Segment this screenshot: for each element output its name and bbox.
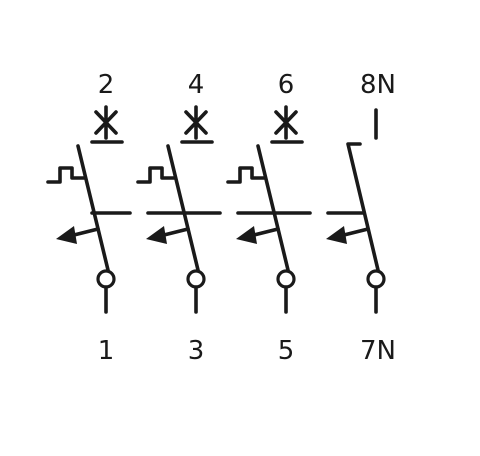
pole-1: 2 1	[46, 70, 132, 366]
pole-3: 6 5	[226, 70, 312, 366]
terminal-label-bottom-pole-3: 5	[278, 336, 295, 366]
terminal-contact-circle	[366, 269, 386, 289]
contactor-function-icon	[270, 105, 304, 144]
pole-4-neutral: 8N 7N	[326, 70, 396, 366]
terminal-contact-circle	[276, 269, 296, 289]
switch-contact-blade	[256, 144, 290, 272]
terminal-contact-circle	[186, 269, 206, 289]
pole-2: 4 3	[136, 70, 222, 366]
terminal-label-top-pole-1: 2	[98, 70, 115, 100]
terminal-label-top-pole-2: 4	[188, 70, 205, 100]
terminal-label-bottom-pole-4: 7N	[360, 336, 396, 366]
terminal-contact-circle	[96, 269, 116, 289]
arrow-left-icon	[326, 226, 370, 244]
thermal-trip-icon	[226, 166, 266, 184]
arrow-left-icon	[236, 226, 280, 244]
switch-contact-blade	[166, 144, 200, 272]
terminal-label-bottom-pole-2: 3	[188, 336, 205, 366]
arrow-left-icon	[146, 226, 190, 244]
switch-contact-blade	[346, 142, 380, 272]
arrow-left-icon	[56, 226, 100, 244]
terminal-label-top-pole-4: 8N	[360, 70, 396, 100]
thermal-trip-icon	[46, 166, 86, 184]
switch-contact-blade	[76, 144, 110, 272]
contactor-function-icon	[180, 105, 214, 144]
thermal-trip-icon	[136, 166, 176, 184]
terminal-label-top-pole-3: 6	[278, 70, 295, 100]
terminal-label-bottom-pole-1: 1	[98, 336, 115, 366]
contactor-function-icon	[90, 105, 124, 144]
